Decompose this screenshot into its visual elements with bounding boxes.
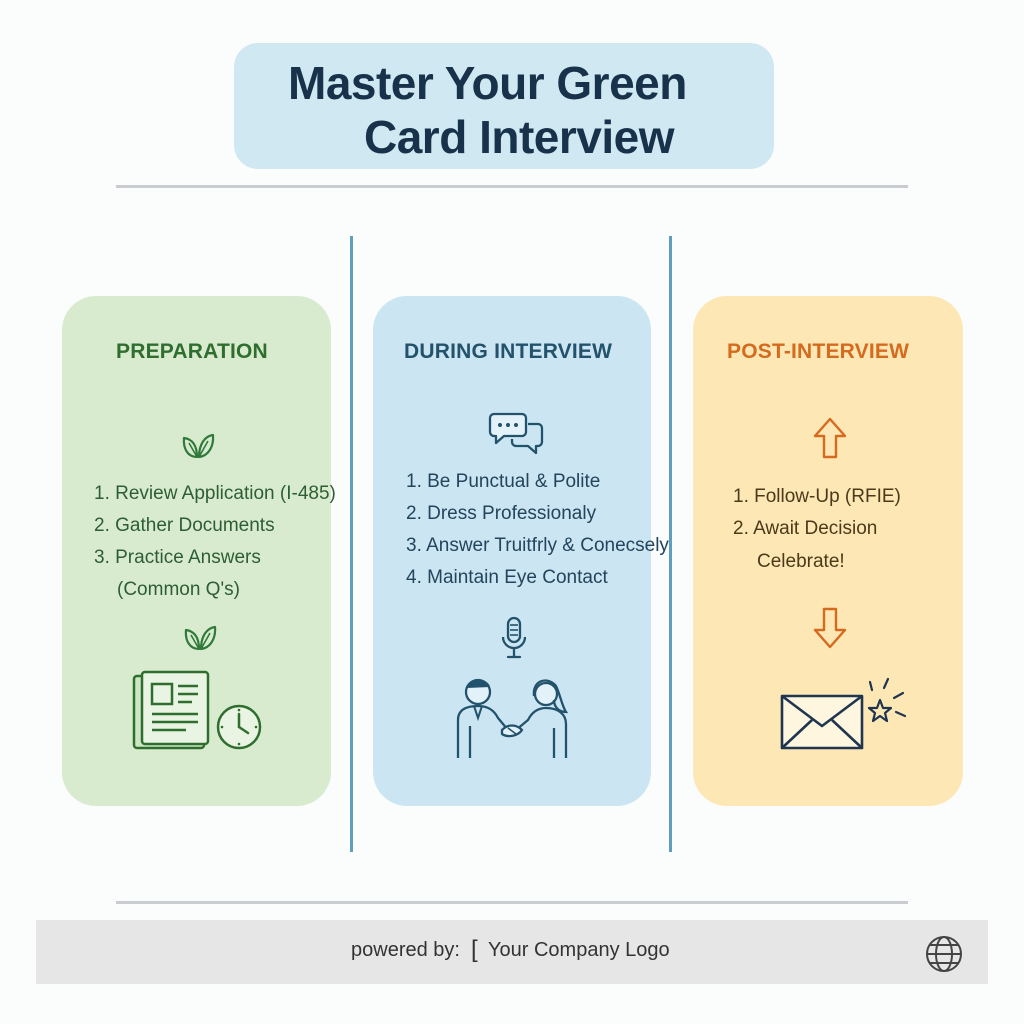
page-title-line-2: Card Interview	[364, 111, 675, 163]
company-logo-placeholder[interactable]: Your Company Logo	[488, 939, 670, 961]
page-title-line-1: Master Your Green	[288, 57, 687, 109]
during-interview-heading: DURING INTERVIEW	[404, 340, 613, 363]
microphone-icon	[501, 616, 527, 659]
during-step-3: 3. Answer Truitfrly & Conecsely	[406, 535, 669, 556]
prep-step-1: 1. Review Application (I-485)	[94, 483, 336, 504]
during-step-4: 4. Maintain Eye Contact	[406, 567, 608, 588]
top-divider	[116, 185, 908, 188]
during-step-1: 1. Be Punctual & Polite	[406, 471, 601, 492]
document-icon	[132, 670, 210, 750]
powered-by-label: powered by:	[351, 939, 460, 961]
chat-bubbles-icon	[488, 412, 544, 455]
envelope-star-icon	[780, 677, 907, 750]
footer-bar	[36, 920, 988, 984]
globe-icon[interactable]	[924, 934, 964, 974]
bottom-divider	[116, 901, 908, 904]
prep-step-3: 3. Practice Answers	[94, 547, 261, 568]
during-step-2: 2. Dress Professionaly	[406, 503, 597, 524]
column-divider-right	[669, 236, 672, 852]
handshake-icon	[456, 678, 569, 758]
logo-bracket: [	[471, 936, 478, 963]
prep-step-2: 2. Gather Documents	[94, 515, 275, 536]
post-step-2: 2. Await Decision	[733, 518, 878, 539]
leaf-icon	[182, 433, 215, 459]
prep-step-3-note: (Common Q's)	[117, 579, 240, 600]
leaf-icon	[184, 625, 217, 651]
arrow-down-icon	[813, 607, 847, 649]
post-step-1: 1. Follow-Up (RFIE)	[733, 486, 901, 507]
post-step-3: Celebrate!	[757, 551, 845, 572]
column-divider-left	[350, 236, 353, 852]
clock-icon	[216, 704, 262, 750]
title-banner	[234, 43, 774, 169]
post-interview-heading: POST-INTERVIEW	[727, 340, 910, 363]
during-interview-card	[373, 296, 651, 806]
preparation-heading: PREPARATION	[116, 340, 268, 363]
arrow-up-icon	[813, 417, 847, 459]
